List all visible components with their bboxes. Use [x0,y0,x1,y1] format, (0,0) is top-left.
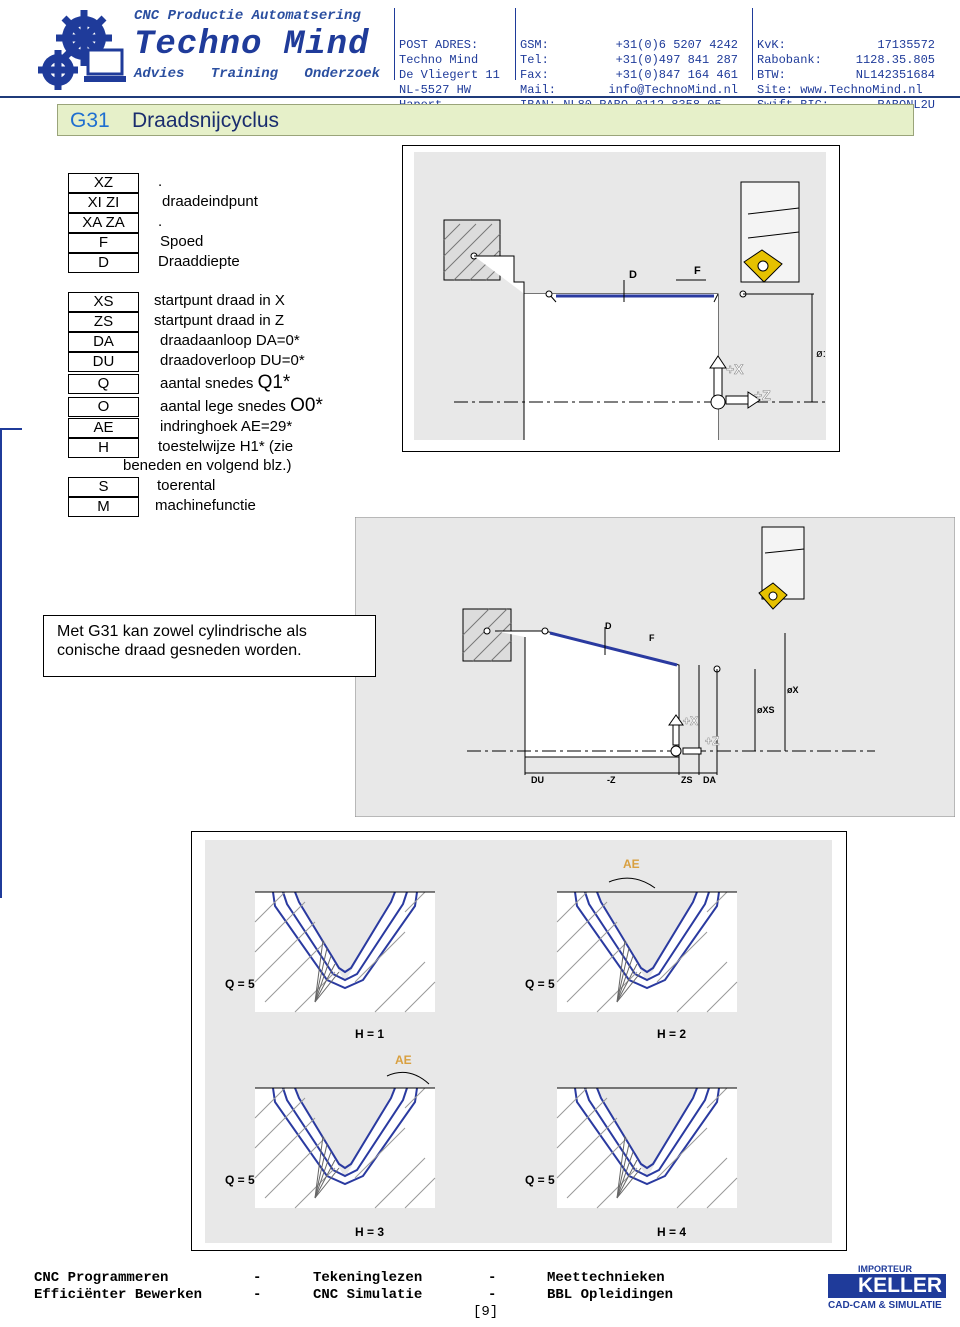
svg-text:Q = 5: Q = 5 [225,1173,255,1187]
page-number: [9] [473,1304,499,1320]
param-code: XA ZA [68,213,139,233]
param-desc: draadaanloop DA=0* [160,332,300,349]
title-code: G31 [70,109,110,132]
param-code: XS [68,292,139,312]
param-code: XZ [68,173,139,193]
footer-item: Efficiënter Bewerken [34,1287,203,1303]
footer-item: CNC Simulatie [313,1287,423,1303]
param-code: D [68,253,139,273]
svg-text:AE: AE [623,857,640,871]
title-bar: G31 Draadsnijcyclus [57,104,914,136]
svg-text:+Z: +Z [705,734,719,748]
svg-text:ø:: ø: [816,348,826,360]
svg-text:AE: AE [395,1053,412,1067]
info-box: Met G31 kan zowel cylindrische als conis… [43,615,376,677]
svg-text:F: F [694,265,701,277]
footer-sep: - [488,1287,497,1303]
title-text: Draadsnijcyclus [132,109,280,132]
param-desc: draadoverloop DU=0* [160,352,305,369]
param-code: F [68,233,139,253]
svg-text:+Z: +Z [754,387,771,403]
param-code: O [68,397,139,417]
keller-logo: IMPORTEUR KELLER CAD-CAM & SIMULATIE [828,1264,948,1312]
brand-subtitle: CNC Productie Automatsering [134,8,361,24]
param-code: Q [68,374,139,394]
param-code: ZS [68,312,139,332]
param-code: DU [68,352,139,372]
param-desc: . [158,173,163,190]
header-divider [0,96,960,98]
svg-text:H = 1: H = 1 [355,1027,384,1041]
svg-text:øXS: øXS [757,705,775,715]
contact-values: +31(0)6 5207 4242+31(0)497 841 287+31(0)… [608,38,738,97]
svg-text:+X: +X [683,714,698,728]
svg-text:DA: DA [703,775,716,785]
param-code: H [68,438,139,458]
figure-cutting-modes: AE AE Q = 5 H = 1 Q = 5 H = 2 Q = 5 H = … [205,840,832,1243]
side-marker [0,428,2,898]
param-code: DA [68,332,139,352]
param-desc: aantal lege snedes O0* [160,395,323,416]
svg-text:D: D [629,269,637,281]
figure-conical-thread: D F øX øXS DU -Z ZS DA +X +Z [355,517,955,817]
brand-tagline: Advies Training Onderzoek [134,66,381,82]
param-desc: machinefunctie [155,497,256,514]
param-desc: toerental [157,477,216,494]
svg-text:-Z: -Z [607,775,616,785]
footer-sep: - [253,1270,262,1286]
svg-text:ZS: ZS [681,775,693,785]
svg-text:H = 4: H = 4 [657,1225,686,1239]
param-desc: startpunt draad in Z [154,312,285,329]
svg-text:F: F [649,633,655,643]
param-code: M [68,497,139,517]
svg-text:Q = 5: Q = 5 [525,1173,555,1187]
svg-text:H = 3: H = 3 [355,1225,384,1239]
param-code: AE [68,418,139,438]
footer-sep: - [253,1287,262,1303]
svg-text:H = 2: H = 2 [657,1027,686,1041]
footer-item: BBL Opleidingen [547,1287,674,1303]
svg-text:Q = 5: Q = 5 [525,977,555,991]
param-desc: indringhoek AE=29* [160,418,293,435]
param-desc: toestelwijze H1* (zie [158,438,294,455]
param-desc: Spoed [160,233,204,250]
svg-text:D: D [605,621,612,631]
footer-item: Meettechnieken [547,1270,665,1286]
param-desc: aantal snedes Q1* [160,372,291,393]
param-desc: Draaddiepte [158,253,240,270]
param-desc: startpunt draad in X [154,292,285,309]
param-desc-cont: beneden en volgend blz.) [123,457,292,474]
gear-logo-icon [38,10,126,90]
footer-sep: - [488,1270,497,1286]
figure-cylindrical-thread: D F ø: +X +Z [414,152,826,440]
param-code: XI ZI [68,193,139,213]
svg-text:Q = 5: Q = 5 [225,977,255,991]
param-desc: draadeindpunt [162,193,258,210]
footer-item: Tekeninglezen [313,1270,423,1286]
brand-name: Techno Mind [134,26,370,64]
svg-text:DU: DU [531,775,544,785]
param-desc: . [158,213,163,230]
param-code: S [68,477,139,497]
svg-text:øX: øX [787,685,799,695]
footer-row-1: CNC Programmeren [34,1270,169,1286]
side-marker [0,428,22,430]
svg-text:+X: +X [726,361,744,377]
